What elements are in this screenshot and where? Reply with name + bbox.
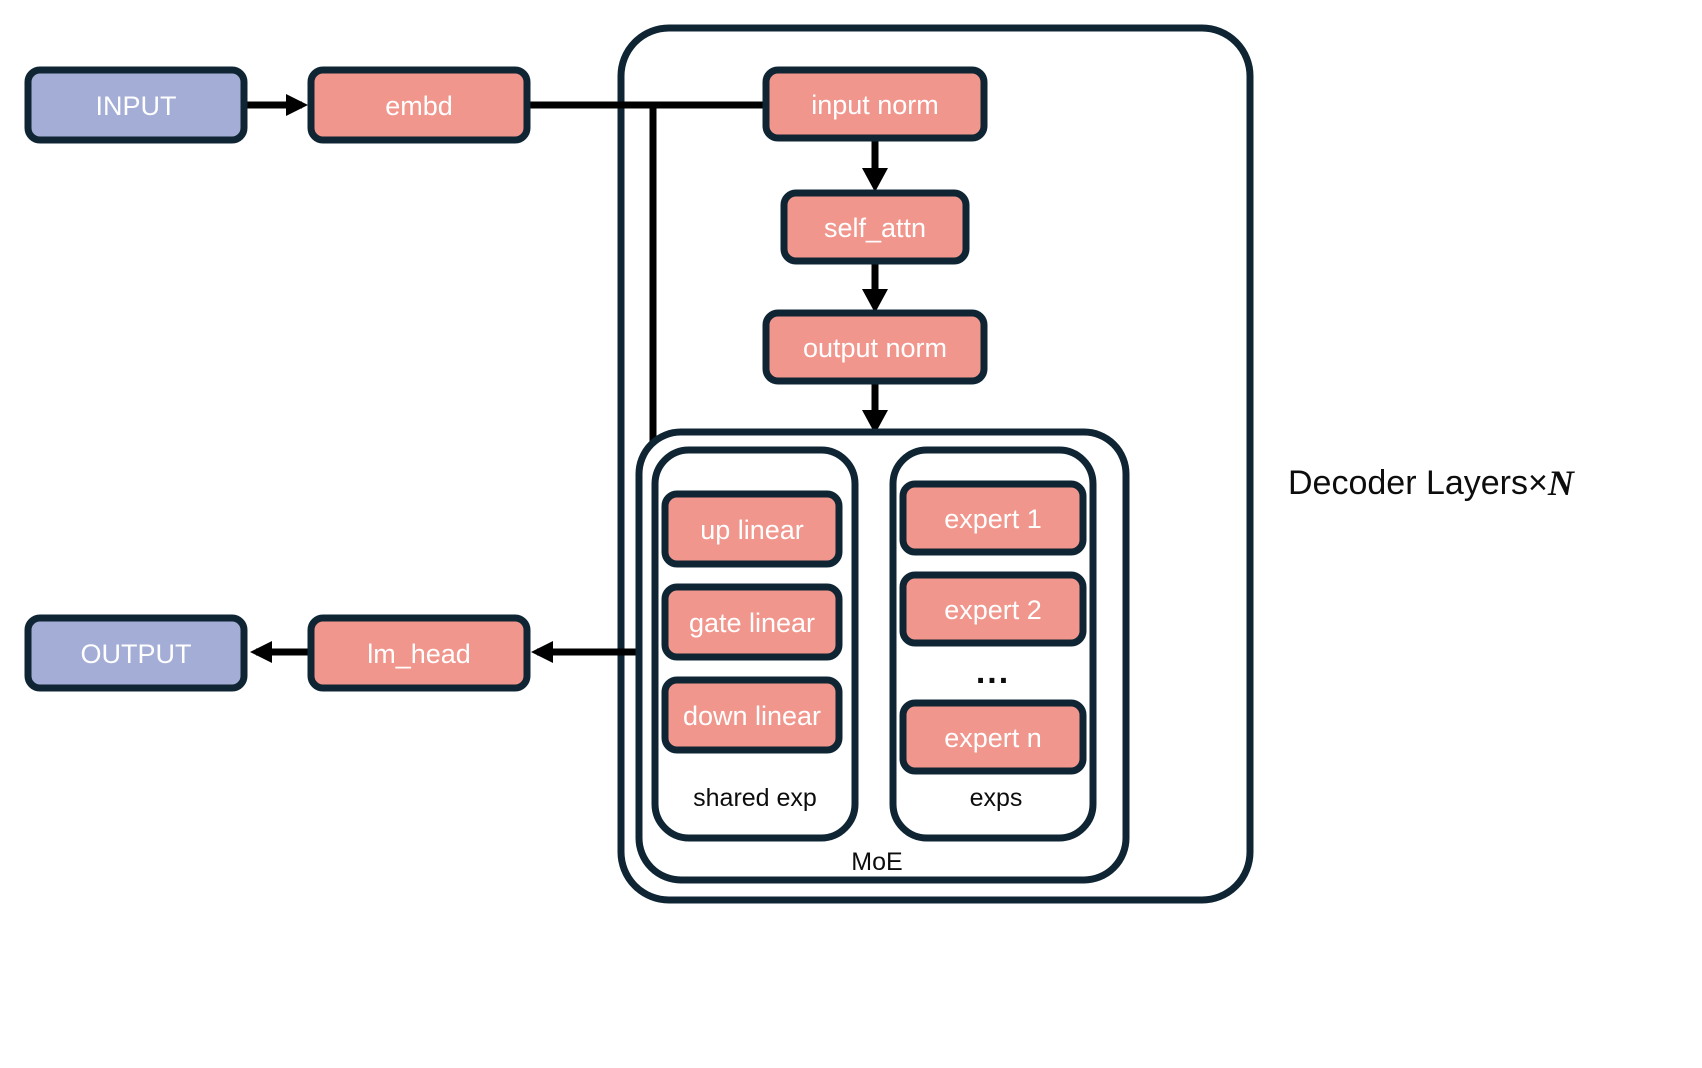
node-expert-n-rect[interactable] xyxy=(899,699,1087,775)
arrow-head-lmhead xyxy=(531,641,553,663)
node-lm-head-label: lm_head xyxy=(367,639,471,669)
arrow-head-output xyxy=(250,641,272,663)
node-output-norm[interactable]: output norm xyxy=(762,309,988,385)
node-expert-n[interactable]: expert n xyxy=(899,699,1087,775)
node-expert-1[interactable]: expert 1 xyxy=(899,480,1087,556)
node-up-linear[interactable]: up linear xyxy=(661,490,843,568)
arrow-head-moe xyxy=(862,410,888,434)
decoder-layers-caption: Decoder Layers×N xyxy=(1288,463,1576,503)
experts-label: exps xyxy=(970,784,1023,812)
arrow-head-outputnorm xyxy=(862,289,888,313)
node-gate-linear-label: gate linear xyxy=(689,608,815,638)
arrow-head-selfattn xyxy=(862,168,888,192)
node-expert-2[interactable]: expert 2 xyxy=(899,571,1087,647)
node-up-linear-label: up linear xyxy=(700,515,804,545)
node-self-attn-label: self_attn xyxy=(824,213,926,243)
node-output-norm-rect[interactable] xyxy=(762,309,988,385)
node-embd-label: embd xyxy=(385,91,453,121)
node-down-linear-rect[interactable] xyxy=(661,676,843,754)
node-expert-1-label: expert 1 xyxy=(944,504,1042,534)
moe-label: MoE xyxy=(851,848,902,876)
node-expert-2-rect[interactable] xyxy=(899,571,1087,647)
node-self-attn[interactable]: self_attn xyxy=(780,189,970,265)
decoder-layers-caption-text: Decoder Layers× xyxy=(1288,464,1548,502)
node-self-attn-rect[interactable] xyxy=(780,189,970,265)
node-lm-head[interactable]: lm_head xyxy=(307,614,531,692)
node-up-linear-rect[interactable] xyxy=(661,490,843,568)
arrow-head-embd xyxy=(286,94,308,116)
node-output-norm-label: output norm xyxy=(803,333,947,363)
node-down-linear[interactable]: down linear xyxy=(661,676,843,754)
node-output-rect[interactable] xyxy=(24,614,248,692)
node-input-norm-rect[interactable] xyxy=(762,66,988,142)
node-gate-linear[interactable]: gate linear xyxy=(661,583,843,661)
node-embd-rect[interactable] xyxy=(307,66,531,144)
node-input-label: INPUT xyxy=(96,91,177,121)
node-input-norm-label: input norm xyxy=(811,90,939,120)
node-input-rect[interactable] xyxy=(24,66,248,144)
node-expert-1-rect[interactable] xyxy=(899,480,1087,556)
decoder-layers-caption-variable: N xyxy=(1547,463,1576,503)
node-lm-head-rect[interactable] xyxy=(307,614,531,692)
node-input-norm[interactable]: input norm xyxy=(762,66,988,142)
node-input[interactable]: INPUT xyxy=(24,66,248,144)
shared-expert-label: shared exp xyxy=(693,784,817,812)
experts-ellipsis: ... xyxy=(976,653,1010,691)
node-output-label: OUTPUT xyxy=(81,639,192,669)
node-expert-n-label: expert n xyxy=(944,723,1042,753)
node-output[interactable]: OUTPUT xyxy=(24,614,248,692)
node-embd[interactable]: embd xyxy=(307,66,531,144)
node-down-linear-label: down linear xyxy=(683,701,821,731)
node-gate-linear-rect[interactable] xyxy=(661,583,843,661)
node-expert-2-label: expert 2 xyxy=(944,595,1042,625)
